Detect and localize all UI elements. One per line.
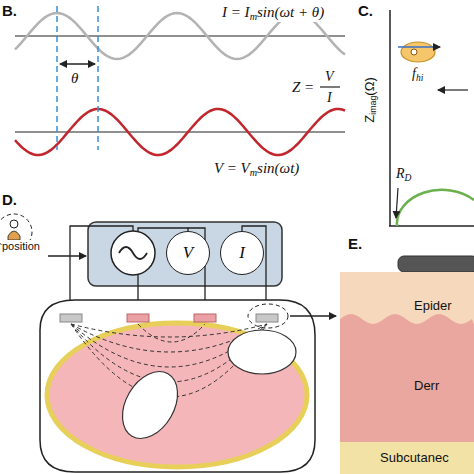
label-group: Zimag(Ω): [363, 77, 379, 122]
node-text: I: [239, 243, 245, 263]
label-group: θ: [71, 70, 78, 87]
formula-text: B.: [2, 2, 17, 19]
formula-text: position: [2, 240, 40, 252]
node-text: V: [183, 243, 193, 263]
formula-text: (Ω): [362, 77, 377, 95]
phase-arrow: [60, 64, 95, 65]
organ: [228, 330, 296, 374]
dermis-ridge: [340, 313, 474, 325]
label-group: E.: [348, 236, 362, 253]
nyquist-arc: [397, 190, 474, 226]
subscript: imag: [368, 96, 378, 115]
label-group: RD: [396, 166, 411, 183]
axis-line: [15, 131, 345, 132]
person-icon: [8, 231, 20, 240]
dermis-layer: Derr: [340, 324, 474, 442]
phase-arrow: [60, 64, 95, 65]
person-icon: [10, 220, 18, 228]
phase-marker: [56, 6, 58, 150]
electrode: [256, 314, 278, 322]
electrode: [194, 314, 216, 322]
cell-nucleus: [411, 49, 417, 55]
body-tissue: [47, 323, 307, 467]
ammeter-symbol: I: [220, 231, 264, 275]
zoom-arrow: [290, 315, 336, 317]
label-group: V = Vmsin(ωt): [214, 160, 299, 178]
formula-text: E.: [348, 235, 362, 252]
dermis-ridge: [340, 314, 474, 325]
formula-text: sin(ωt): [257, 160, 299, 176]
subscript: D: [405, 173, 412, 183]
instrument-box: [88, 222, 282, 286]
label-group: B.: [2, 3, 17, 20]
label-group: I = Imsin(ωt + θ): [222, 4, 324, 22]
zoom-circle: [248, 304, 288, 328]
organ: [111, 362, 189, 448]
label-group: position: [2, 240, 40, 252]
x-axis: [389, 225, 474, 227]
formula-text: Z: [362, 115, 377, 123]
electrode: [60, 314, 82, 322]
formula-text: Z =: [292, 79, 314, 95]
wearable-device: [398, 256, 474, 272]
subscript: hi: [416, 73, 423, 83]
label-group: fhi: [412, 66, 423, 83]
label-group: D.: [2, 192, 17, 209]
phase-marker: [97, 6, 99, 150]
label-group: I: [327, 90, 332, 105]
cell-icon: [401, 42, 435, 62]
formula-text: R: [396, 166, 405, 181]
axis-line: [15, 35, 345, 36]
resistance-arrow: [396, 188, 398, 218]
y-axis: [389, 10, 391, 226]
fraction-bar: [320, 86, 340, 87]
pointer-arrow: [48, 255, 86, 257]
voltmeter-symbol: V: [166, 231, 210, 275]
label-group: Z =: [292, 79, 314, 96]
formula-text: f: [412, 66, 416, 81]
formula-text: C.: [358, 2, 373, 19]
formula-text: V = V: [214, 160, 250, 176]
electrode: [127, 314, 149, 322]
formula-text: I = I: [222, 4, 250, 20]
subscript: m: [250, 11, 257, 22]
source-symbol: [111, 231, 155, 275]
voltage-wave: [15, 109, 345, 155]
formula-text: V: [325, 69, 334, 84]
sine-symbol: [119, 247, 147, 259]
node-text: Subcutanec: [380, 450, 449, 465]
node-text: Epider: [414, 298, 452, 313]
label-group: V: [325, 69, 334, 84]
label-group: C.: [358, 3, 373, 20]
epidermis-layer: Epider: [340, 272, 474, 324]
frequency-arrow: [438, 89, 468, 90]
body-outline: [40, 300, 315, 472]
formula-text: θ: [71, 70, 78, 86]
node-text: Derr: [414, 378, 439, 393]
formula-text: I: [327, 90, 332, 105]
current-path: [398, 46, 440, 48]
subcutaneous-layer: Subcutanec: [340, 442, 474, 474]
subscript: m: [250, 167, 257, 178]
formula-text: sin(ωt + θ): [257, 4, 324, 20]
formula-text: D.: [2, 191, 17, 208]
